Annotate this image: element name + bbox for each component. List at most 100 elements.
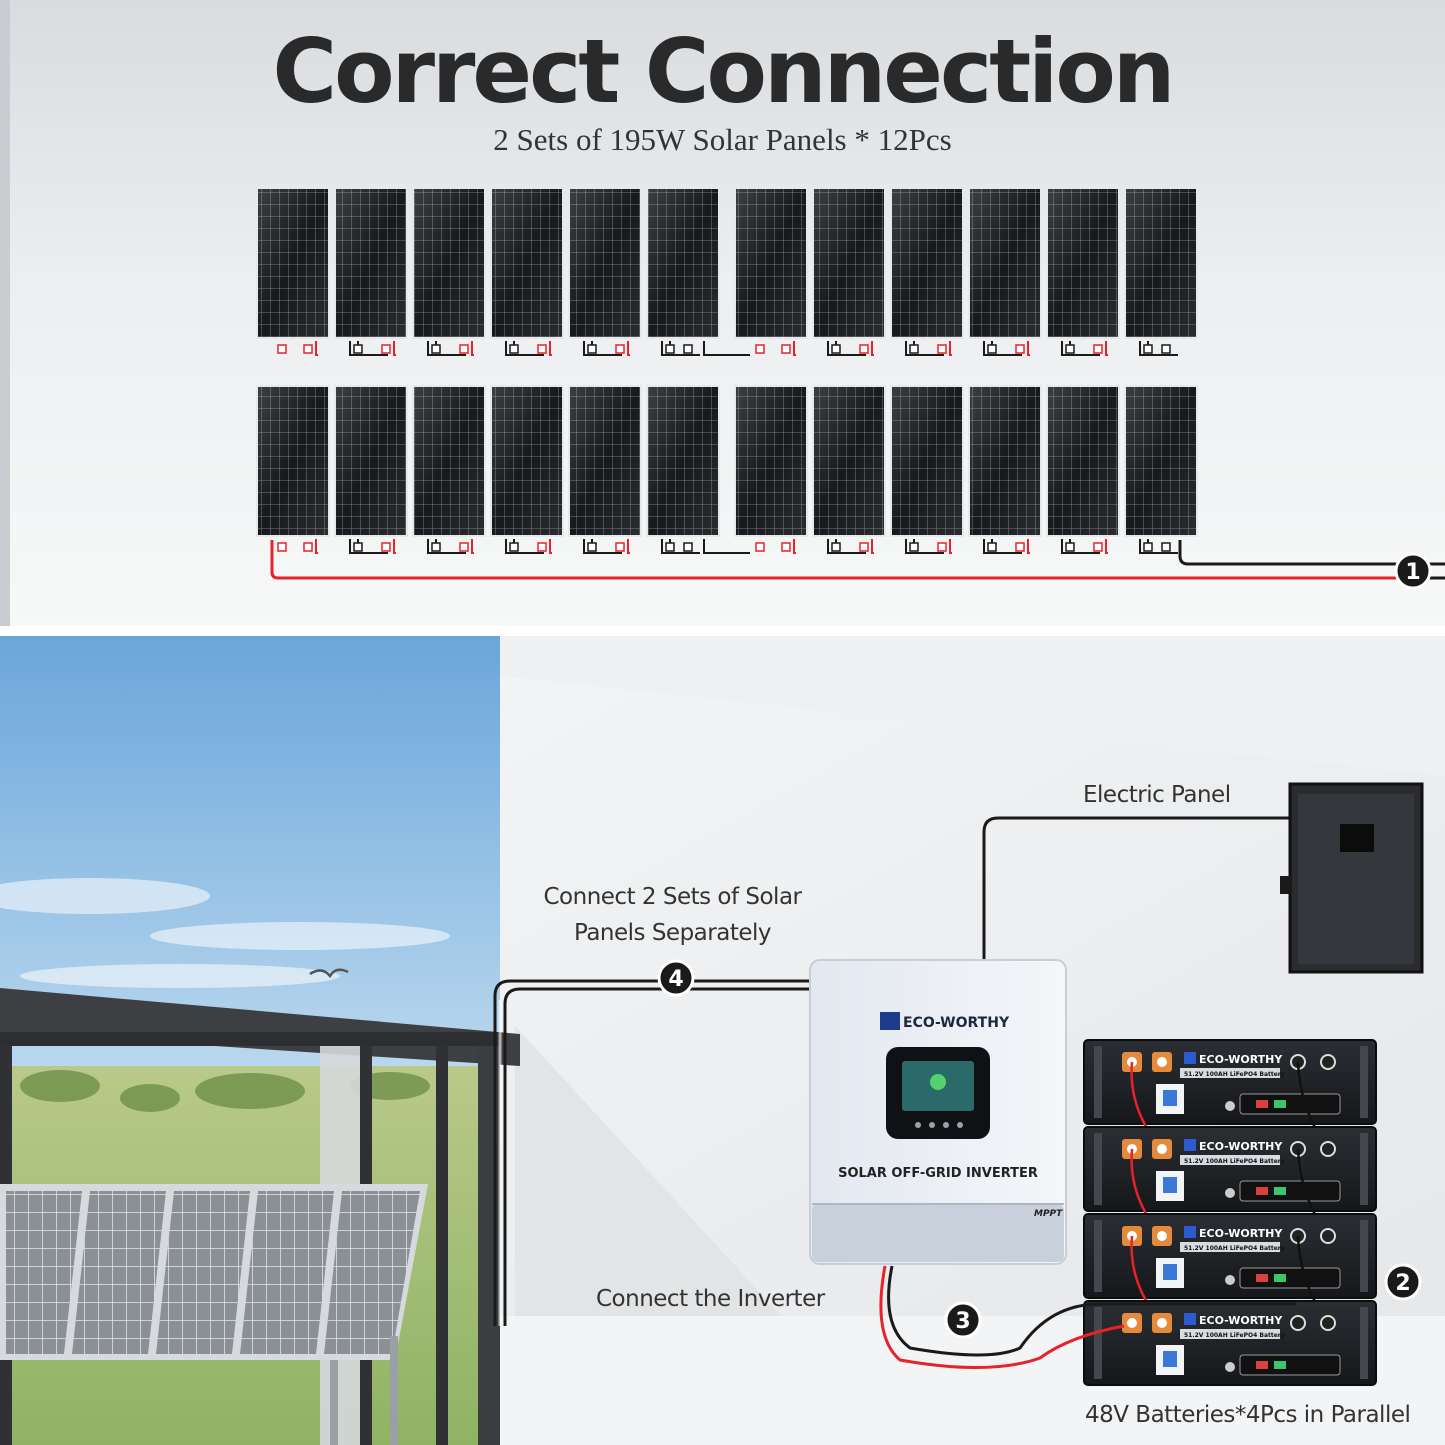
panel-wiring-section: Correct Connection 2 Sets of 195W Solar … (0, 0, 1445, 626)
step-3-badge: 3 (944, 1301, 982, 1339)
electric-panel-label: Electric Panel (1083, 782, 1231, 808)
balcony-roof (0, 988, 520, 1066)
solar-panel (890, 187, 964, 339)
solar-panel (1124, 385, 1198, 537)
connect-inverter-label: Connect the Inverter (596, 1286, 825, 1312)
panel-connector (1143, 539, 1171, 552)
panel-connector (431, 539, 544, 554)
step-2-number: 2 (1395, 1271, 1410, 1296)
step-1-number: 1 (1405, 560, 1420, 585)
solar-input-wire-negative (493, 979, 810, 1326)
panel-connector (1065, 341, 1178, 356)
section-divider (0, 626, 1445, 636)
solar-array-diagram: 1 (256, 187, 1445, 590)
step-1-badge: 1 (1394, 552, 1432, 590)
solar-panel (568, 187, 642, 339)
inverter-brand: ECO-WORTHY (903, 1015, 1010, 1031)
inverter: ECO-WORTHY SOLAR OFF-GRID INVERTER MPPT (809, 959, 1067, 1265)
battery-brand: ECO-WORTHY (1199, 1053, 1283, 1066)
panel-connector (831, 539, 944, 554)
step-2-badge: 2 (1384, 1263, 1422, 1301)
panel-connector (353, 341, 466, 356)
solar-panel (734, 187, 808, 339)
battery-brand: ECO-WORTHY (1199, 1227, 1283, 1240)
page-subtitle: 2 Sets of 195W Solar Panels * 12Pcs (493, 122, 952, 157)
panel-connector (755, 341, 866, 356)
panel-connector (587, 341, 700, 356)
array-positive-wire (270, 540, 1400, 580)
panel-connector (909, 341, 1022, 356)
array-negative-wire (1178, 540, 1400, 566)
panel-connector (665, 539, 693, 552)
inverter-mppt-badge: MPPT (1034, 1209, 1063, 1219)
battery-spec: 51.2V 100AH LiFePO4 Battery (1184, 1158, 1285, 1165)
panel-connector (987, 539, 1100, 554)
solar-panel (1124, 187, 1198, 339)
panel-connectors-group (277, 341, 1178, 554)
panel-connector (1143, 341, 1171, 354)
panel-connector (587, 539, 700, 554)
solar-panel (968, 385, 1042, 537)
panel-connector (1065, 539, 1178, 554)
battery-spec: 51.2V 100AH LiFePO4 Battery (1184, 1332, 1285, 1339)
solar-panels-group (256, 187, 1198, 537)
installation-illustration: 4 ECO-WORTHY SOLAR OFF-GRID INVERTER (0, 636, 1445, 1445)
solar-panel (968, 187, 1042, 339)
solar-panel (568, 385, 642, 537)
left-edge-shade (0, 0, 10, 626)
set-link-wire (703, 341, 750, 356)
window-frame-2 (436, 1046, 448, 1445)
solar-panel (412, 385, 486, 537)
ac-output-wire (982, 816, 1290, 961)
balcony-beam (0, 1032, 500, 1046)
solar-panel (812, 385, 886, 537)
set-link-wire (703, 539, 750, 554)
panel-connector (431, 341, 544, 356)
panel-connector (987, 341, 1100, 356)
battery-module: ECO-WORTHY 51.2V 100AH LiFePO4 Battery (1083, 1039, 1377, 1125)
battery-negative-wire (887, 1265, 1296, 1357)
solar-panel (412, 187, 486, 339)
bird (309, 968, 349, 979)
battery-spec: 51.2V 100AH LiFePO4 Battery (1184, 1071, 1285, 1078)
panel-connector (277, 341, 388, 356)
solar-panel (1046, 385, 1120, 537)
solar-panel (734, 385, 808, 537)
panel-connector (909, 539, 1022, 554)
ceiling-shade (500, 636, 1445, 776)
window-frame-3 (478, 1046, 500, 1445)
solar-panel (334, 385, 408, 537)
solar-panel (1046, 187, 1120, 339)
clouds (0, 878, 450, 988)
solar-panel (334, 187, 408, 339)
solar-panel (490, 187, 564, 339)
array-exit-wires (1428, 562, 1445, 580)
solar-panel (490, 385, 564, 537)
battery-positive-wire (879, 1265, 1125, 1369)
inverter-label: SOLAR OFF-GRID INVERTER (838, 1166, 1038, 1181)
page-title: Correct Connection (272, 20, 1176, 123)
solar-panel (256, 385, 330, 537)
solar-panel (256, 187, 330, 339)
step-4-badge: 4 (657, 959, 695, 997)
panel-connector (277, 539, 388, 554)
battery-brand: ECO-WORTHY (1199, 1140, 1283, 1153)
panel-connector (509, 341, 622, 356)
step-4-number: 4 (668, 967, 683, 992)
battery-module: ECO-WORTHY 51.2V 100AH LiFePO4 Battery (1083, 1126, 1377, 1212)
panel-connector (755, 539, 866, 554)
solar-panel (812, 187, 886, 339)
solar-panel (646, 187, 720, 339)
battery-spec: 51.2V 100AH LiFePO4 Battery (1184, 1245, 1285, 1252)
solar-panel (646, 385, 720, 537)
panel-connector (353, 539, 466, 554)
balcony-solar-array (0, 1184, 428, 1445)
panel-connector (509, 539, 622, 554)
battery-module: ECO-WORTHY 51.2V 100AH LiFePO4 Battery (1083, 1213, 1377, 1299)
solar-panel (890, 385, 964, 537)
electric-panel-box (1280, 782, 1424, 974)
batteries-label: 48V Batteries*4Pcs in Parallel (1085, 1402, 1411, 1428)
inverter-logo-icon (880, 1012, 900, 1030)
